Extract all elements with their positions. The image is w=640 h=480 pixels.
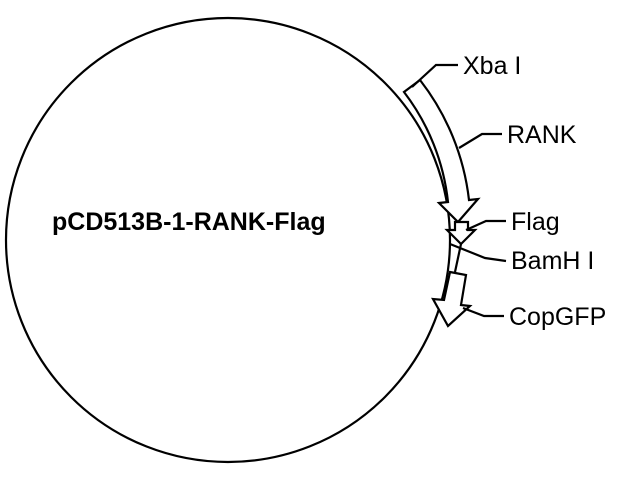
rank-leader-line [458, 132, 502, 149]
plasmid-backbone [4, 16, 452, 464]
flag-leader-line [465, 219, 506, 232]
copgfp-leader-line [462, 306, 504, 318]
rank-feature-arrow [402, 78, 481, 224]
copgfp-label: CopGFP [509, 303, 606, 331]
rank-label: RANK [507, 121, 577, 149]
xba-label: Xba I [463, 52, 521, 80]
plasmid-name: pCD513B-1-RANK-Flag [52, 208, 326, 236]
bamh-site-tick [453, 243, 463, 273]
xba-leader-line [411, 63, 458, 88]
bamh-leader-line [449, 242, 507, 263]
flag-label: Flag [511, 208, 560, 236]
bamh-label: BamH I [511, 247, 594, 275]
copgfp-feature-arrow [431, 270, 473, 328]
flag-feature-arrow [444, 220, 478, 246]
